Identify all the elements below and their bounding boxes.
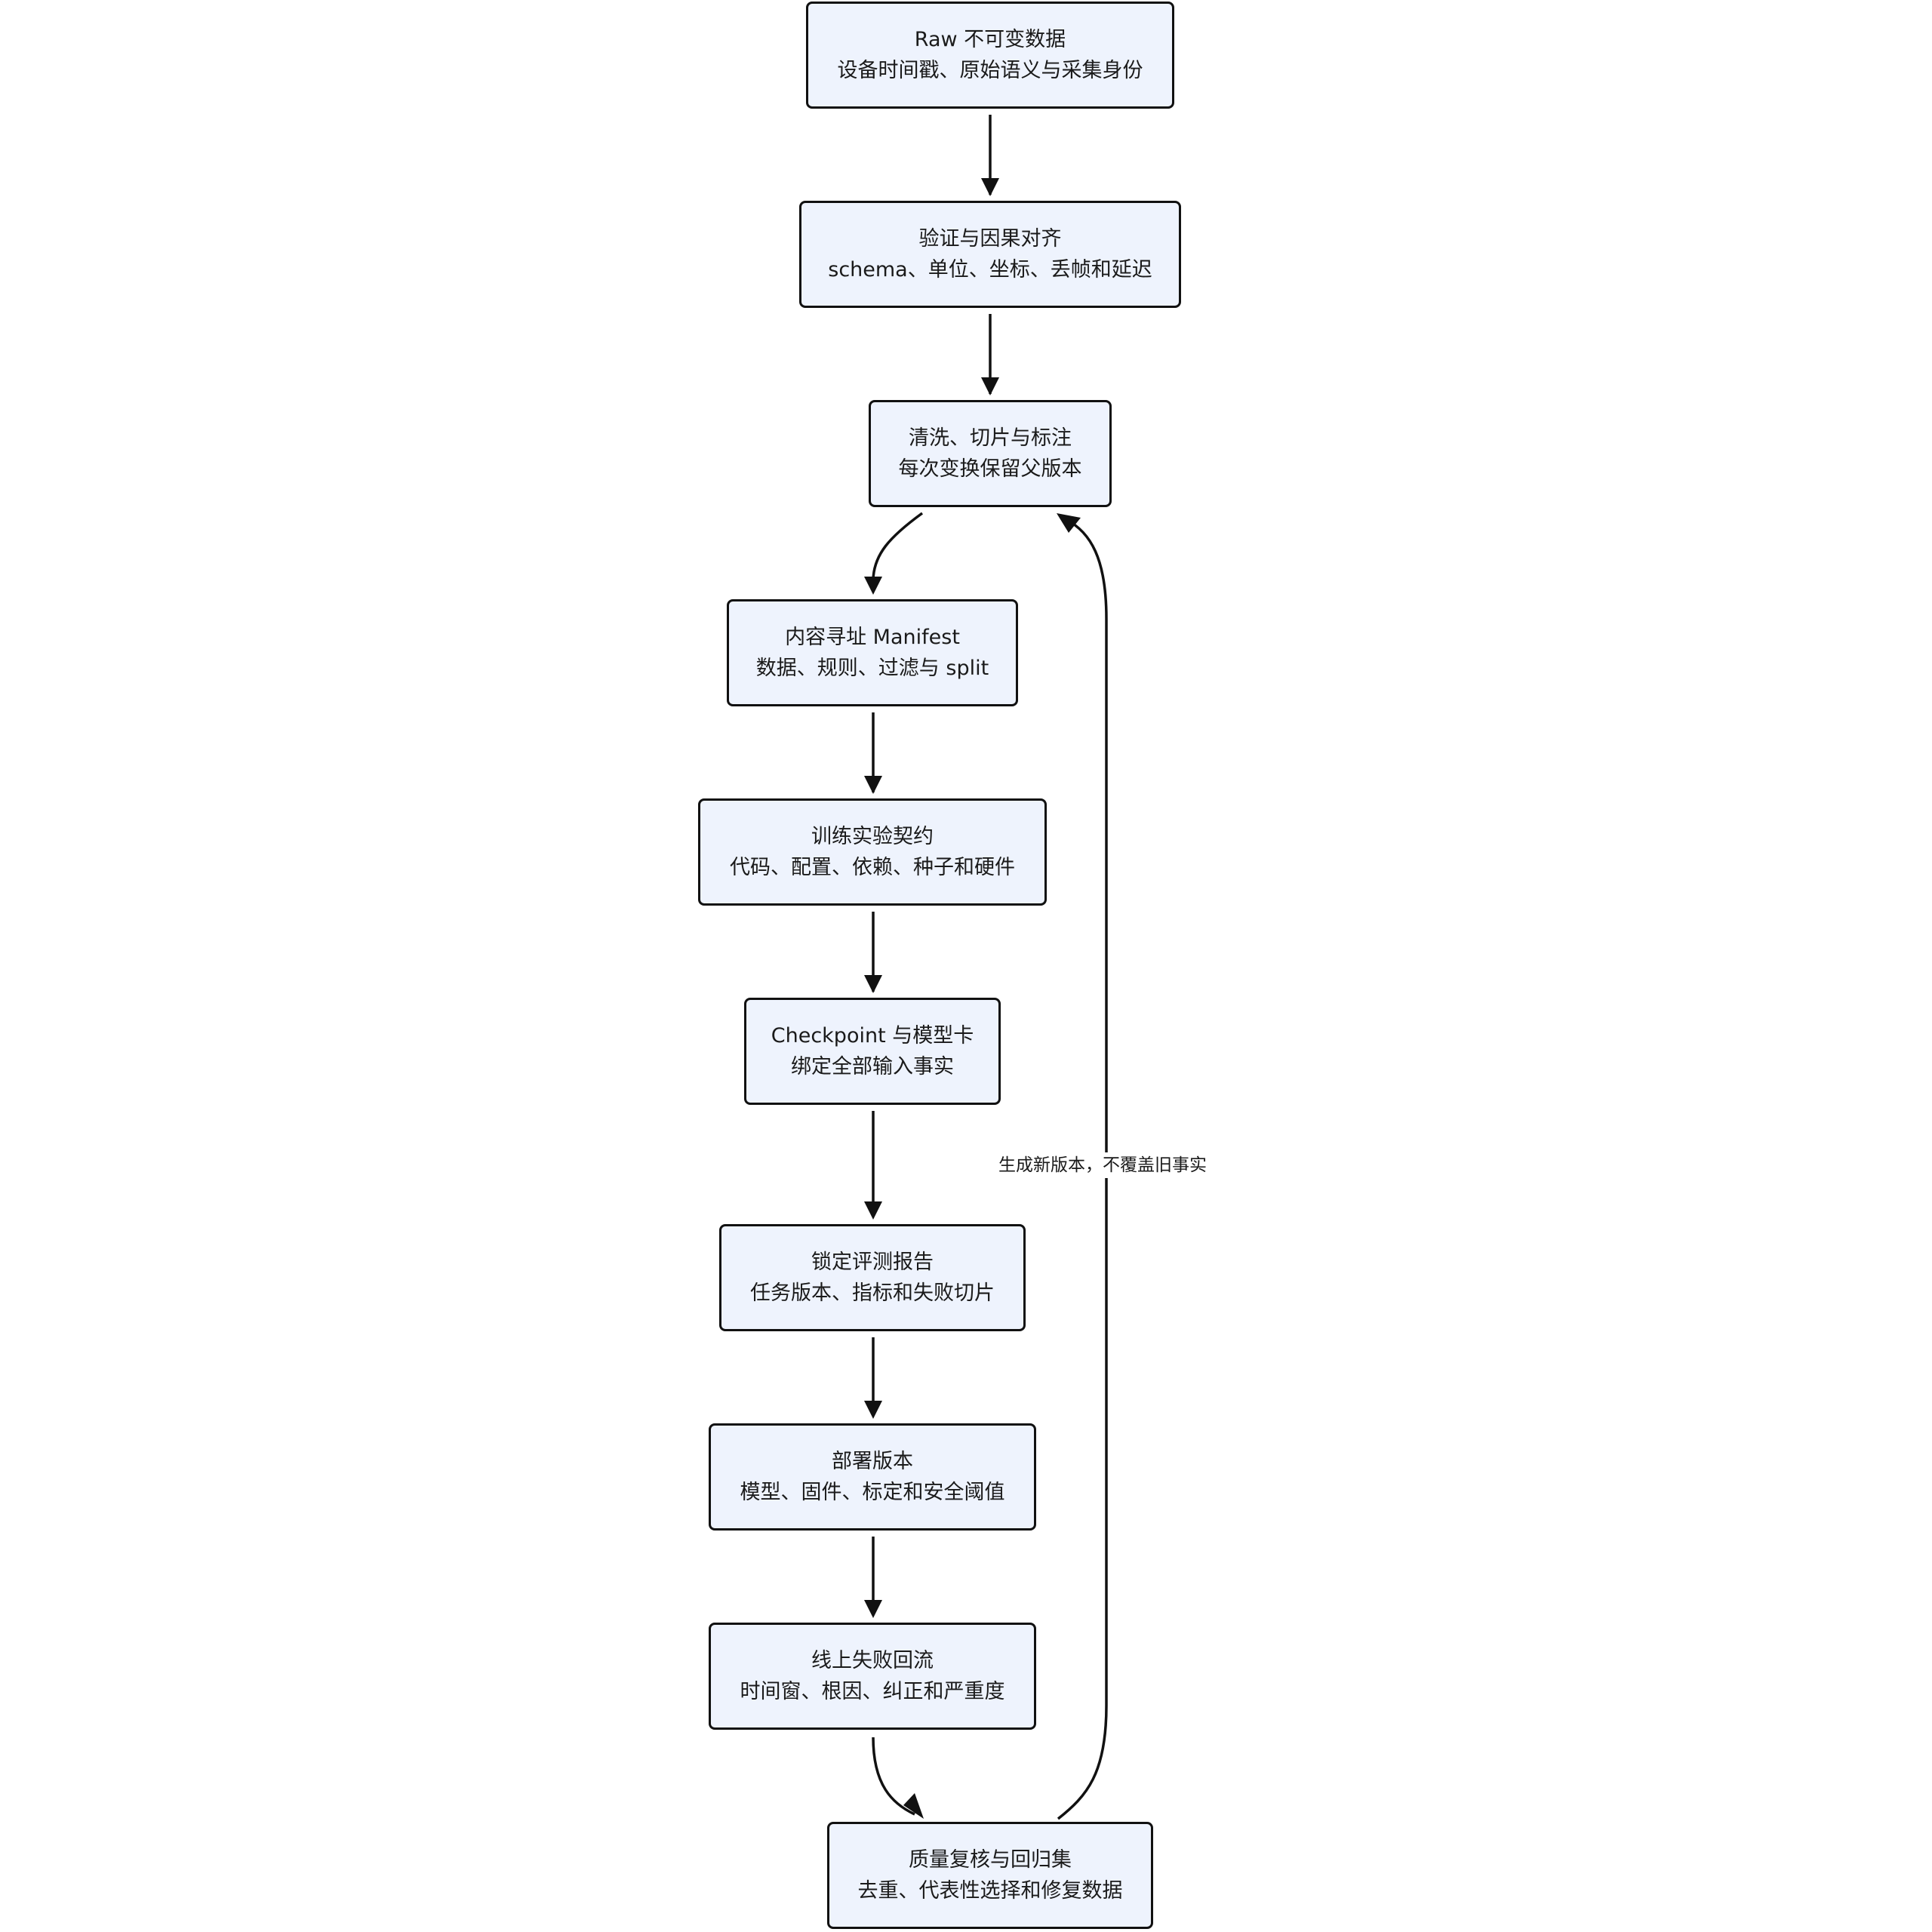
edge-arrowhead bbox=[864, 1401, 882, 1419]
edge-arrowhead bbox=[864, 577, 882, 595]
edge-arrowhead bbox=[903, 1793, 924, 1819]
edge-arrowhead bbox=[864, 1600, 882, 1618]
node-title: 训练实验契约 bbox=[811, 825, 934, 848]
edge-review-to-clean bbox=[1057, 518, 1108, 1820]
edge-arrowhead bbox=[864, 776, 882, 794]
node-title: Checkpoint 与模型卡 bbox=[771, 1024, 974, 1048]
node-title: 内容寻址 Manifest bbox=[785, 626, 960, 649]
node-title: 验证与因果对齐 bbox=[918, 227, 1062, 251]
node-subtitle: 设备时间戳、原始语义与采集身份 bbox=[837, 59, 1143, 82]
node-title: 部署版本 bbox=[832, 1450, 913, 1473]
node-title: 线上失败回流 bbox=[811, 1649, 934, 1672]
node-contract[interactable]: 训练实验契约 代码、配置、依赖、种子和硬件 bbox=[698, 798, 1047, 906]
node-subtitle: 代码、配置、依赖、种子和硬件 bbox=[730, 856, 1015, 879]
node-title: 锁定评测报告 bbox=[811, 1251, 934, 1274]
node-deploy[interactable]: 部署版本 模型、固件、标定和安全阈值 bbox=[709, 1423, 1036, 1531]
edge-clean-to-manifest bbox=[872, 512, 924, 580]
node-raw[interactable]: Raw 不可变数据 设备时间戳、原始语义与采集身份 bbox=[806, 2, 1174, 109]
node-validate[interactable]: 验证与因果对齐 schema、单位、坐标、丢帧和延迟 bbox=[799, 201, 1181, 308]
node-subtitle: 绑定全部输入事实 bbox=[791, 1055, 954, 1078]
node-manifest[interactable]: 内容寻址 Manifest 数据、规则、过滤与 split bbox=[727, 599, 1018, 706]
node-subtitle: schema、单位、坐标、丢帧和延迟 bbox=[828, 258, 1152, 281]
node-subtitle: 每次变换保留父版本 bbox=[898, 457, 1082, 481]
node-subtitle: 任务版本、指标和失败切片 bbox=[750, 1281, 995, 1305]
edge-label-feedback-loop: 生成新版本，不覆盖旧事实 bbox=[995, 1152, 1210, 1178]
node-subtitle: 模型、固件、标定和安全阈值 bbox=[740, 1481, 1005, 1504]
node-subtitle: 数据、规则、过滤与 split bbox=[755, 657, 989, 680]
edge-arrowhead bbox=[981, 178, 999, 196]
node-title: Raw 不可变数据 bbox=[914, 28, 1066, 51]
edge-arrowhead bbox=[864, 975, 882, 993]
node-feedback[interactable]: 线上失败回流 时间窗、根因、纠正和严重度 bbox=[709, 1623, 1036, 1730]
node-checkpoint[interactable]: Checkpoint 与模型卡 绑定全部输入事实 bbox=[744, 998, 1001, 1105]
edge-feedback-to-review bbox=[872, 1737, 915, 1816]
node-subtitle: 去重、代表性选择和修复数据 bbox=[857, 1879, 1123, 1903]
edge-arrowhead bbox=[864, 1201, 882, 1220]
node-title: 质量复核与回归集 bbox=[909, 1848, 1072, 1872]
edge-arrowhead bbox=[1057, 513, 1081, 533]
edge-arrowhead bbox=[981, 377, 999, 395]
node-clean[interactable]: 清洗、切片与标注 每次变换保留父版本 bbox=[869, 400, 1112, 507]
node-title: 清洗、切片与标注 bbox=[909, 426, 1072, 450]
node-review[interactable]: 质量复核与回归集 去重、代表性选择和修复数据 bbox=[827, 1822, 1153, 1929]
node-eval[interactable]: 锁定评测报告 任务版本、指标和失败切片 bbox=[719, 1224, 1026, 1331]
node-subtitle: 时间窗、根因、纠正和严重度 bbox=[740, 1680, 1005, 1703]
